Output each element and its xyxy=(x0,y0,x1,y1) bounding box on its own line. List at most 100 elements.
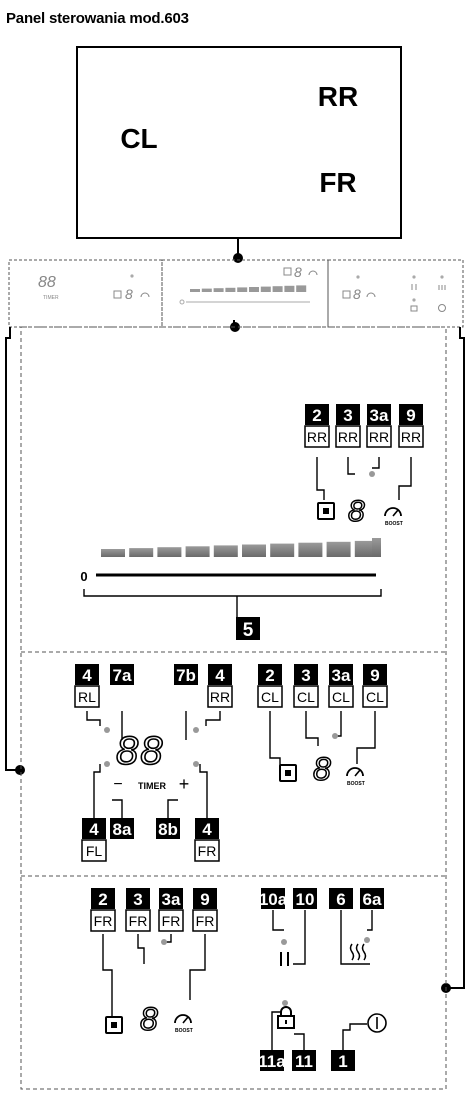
callout-cl-1: 3CL xyxy=(293,664,319,708)
callout-timer-top-3-number: 4 xyxy=(215,666,225,685)
callout-timer-bottom-0-zone: FL xyxy=(86,843,103,859)
callout-fr-0-number: 2 xyxy=(98,890,107,909)
thumb-slider-bar xyxy=(237,287,248,292)
timer-bottom-callouts: 4FL 8a 8b 4FR xyxy=(81,818,220,862)
callout-timer-bottom-1-number: 8a xyxy=(113,820,132,839)
callout-cl-0-zone: CL xyxy=(261,689,279,705)
callout-fr-1-number: 3 xyxy=(133,890,142,909)
rr-boost-icon[interactable] xyxy=(384,507,402,517)
zone-fr-label: FR xyxy=(319,167,356,198)
callout-rr-0-number: 2 xyxy=(312,406,321,425)
slider-level-bar[interactable] xyxy=(372,538,381,557)
callout-timer-top-2-number: 7b xyxy=(176,666,196,685)
fr-power-digit: 8 xyxy=(140,1001,158,1037)
thumb-slider-bar xyxy=(260,286,271,292)
callout-cl-2-zone: CL xyxy=(332,689,350,705)
callout-5-box xyxy=(236,617,260,640)
callout-timer-bottom-3: 4FR xyxy=(194,818,220,862)
callout-timer-bottom-2: 8b xyxy=(156,818,180,839)
cl-boost-icon[interactable] xyxy=(346,767,364,777)
callout-rr-3-number: 9 xyxy=(406,406,415,425)
callout-aux-top-2: 6 xyxy=(329,888,353,909)
callout-rr-0-zone: RR xyxy=(307,429,327,445)
thumb-timer-label: TIMER xyxy=(43,295,59,301)
callout-rr-1-zone: RR xyxy=(338,429,358,445)
callout-timer-bottom-0: 4FL xyxy=(81,818,107,862)
slider-level-bar[interactable] xyxy=(129,548,154,557)
aux-controls xyxy=(277,937,387,1033)
slider-zero-label: 0 xyxy=(80,569,87,584)
callout-fr-1-zone: FR xyxy=(129,913,148,929)
callout-fr-2-number: 3a xyxy=(162,890,181,909)
callout-aux-top-2-number: 6 xyxy=(336,890,345,909)
thumb-aux-section: 8 xyxy=(342,275,446,312)
callout-rr-3-zone: RR xyxy=(401,429,421,445)
callout-aux-bottom-2: 1 xyxy=(331,1050,355,1071)
cl-power-digit: 8 xyxy=(313,751,331,787)
timer-label: TIMER xyxy=(138,781,166,791)
slider-level-bar[interactable] xyxy=(185,546,210,557)
callout-timer-top-3: 4RR xyxy=(207,664,233,708)
slider-level-bar[interactable] xyxy=(270,543,295,557)
fr-boost-icon[interactable] xyxy=(174,1014,192,1024)
thumb-digit-3: 8 xyxy=(353,286,361,302)
slider-level-bar[interactable] xyxy=(101,549,125,557)
callout-timer-top-3-zone: RR xyxy=(210,689,230,705)
slider-level-bar[interactable] xyxy=(242,544,266,558)
callout-fr-0-zone: FR xyxy=(94,913,113,929)
callout-cl-3: 9CL xyxy=(362,664,388,708)
rr-power-digit: 8 xyxy=(348,495,365,528)
callout-timer-bottom-2-number: 8b xyxy=(158,820,178,839)
callout-rr-2-number: 3a xyxy=(370,406,389,425)
thumb-slider-bar xyxy=(225,287,236,292)
callout-timer-bottom-0-number: 4 xyxy=(89,820,99,839)
callout-aux-bottom-1-number: 11 xyxy=(295,1052,313,1071)
power-icon[interactable] xyxy=(367,1013,387,1033)
fr-boost-label: BOOST xyxy=(175,1028,193,1034)
callout-aux-top-0-number: 10a xyxy=(259,890,288,909)
keep-warm-icon[interactable] xyxy=(348,943,370,965)
thumb-slider-section: 8 xyxy=(179,264,318,305)
callout-timer-bottom-3-number: 4 xyxy=(202,820,212,839)
callout-fr-3: 9FR xyxy=(192,888,218,932)
slider-level-bar[interactable] xyxy=(213,545,238,557)
cl-zone-display: 8 BOOST xyxy=(279,733,365,788)
callout-fr-0: 2FR xyxy=(90,888,116,932)
zone-cl-label: CL xyxy=(120,123,157,154)
lock-icon[interactable] xyxy=(277,1006,295,1029)
slider-level-bar[interactable] xyxy=(298,542,323,557)
timer-digits: 88 xyxy=(116,729,165,773)
thumb-slider-bar xyxy=(272,286,283,292)
panel-detail-outline xyxy=(20,326,447,1090)
callout-fr-2-zone: FR xyxy=(162,913,181,929)
callout-timer-top-0-zone: RL xyxy=(78,689,96,705)
pause-icon[interactable] xyxy=(280,952,289,966)
slider-level-bar[interactable] xyxy=(157,547,182,557)
cl-boost-label: BOOST xyxy=(347,781,365,787)
thumb-slider-bar xyxy=(296,285,307,292)
callout-timer-top-1: 7a xyxy=(110,664,134,685)
callout-cl-1-zone: CL xyxy=(297,689,315,705)
callout-rr-1-number: 3 xyxy=(343,406,352,425)
thumb-slider-bar xyxy=(213,288,224,292)
thumb-digit-2: 8 xyxy=(294,264,302,280)
thumb-slider-bar xyxy=(284,285,295,292)
timer-display: 88 − TIMER + xyxy=(104,727,199,794)
callout-aux-top-3: 6a xyxy=(360,888,384,909)
slider-level-bar[interactable] xyxy=(326,541,351,557)
hob-outline xyxy=(76,46,402,239)
timer-plus-label[interactable]: + xyxy=(179,774,190,794)
thumb-timer-section: 88 TIMER 8 xyxy=(38,274,150,302)
callout-cl-2-number: 3a xyxy=(332,666,351,685)
callout-aux-bottom-1: 11 xyxy=(292,1050,316,1071)
callout-timer-bottom-3-zone: FR xyxy=(198,843,217,859)
callout-fr-1: 3FR xyxy=(125,888,151,932)
timer-minus-label[interactable]: − xyxy=(113,776,122,793)
